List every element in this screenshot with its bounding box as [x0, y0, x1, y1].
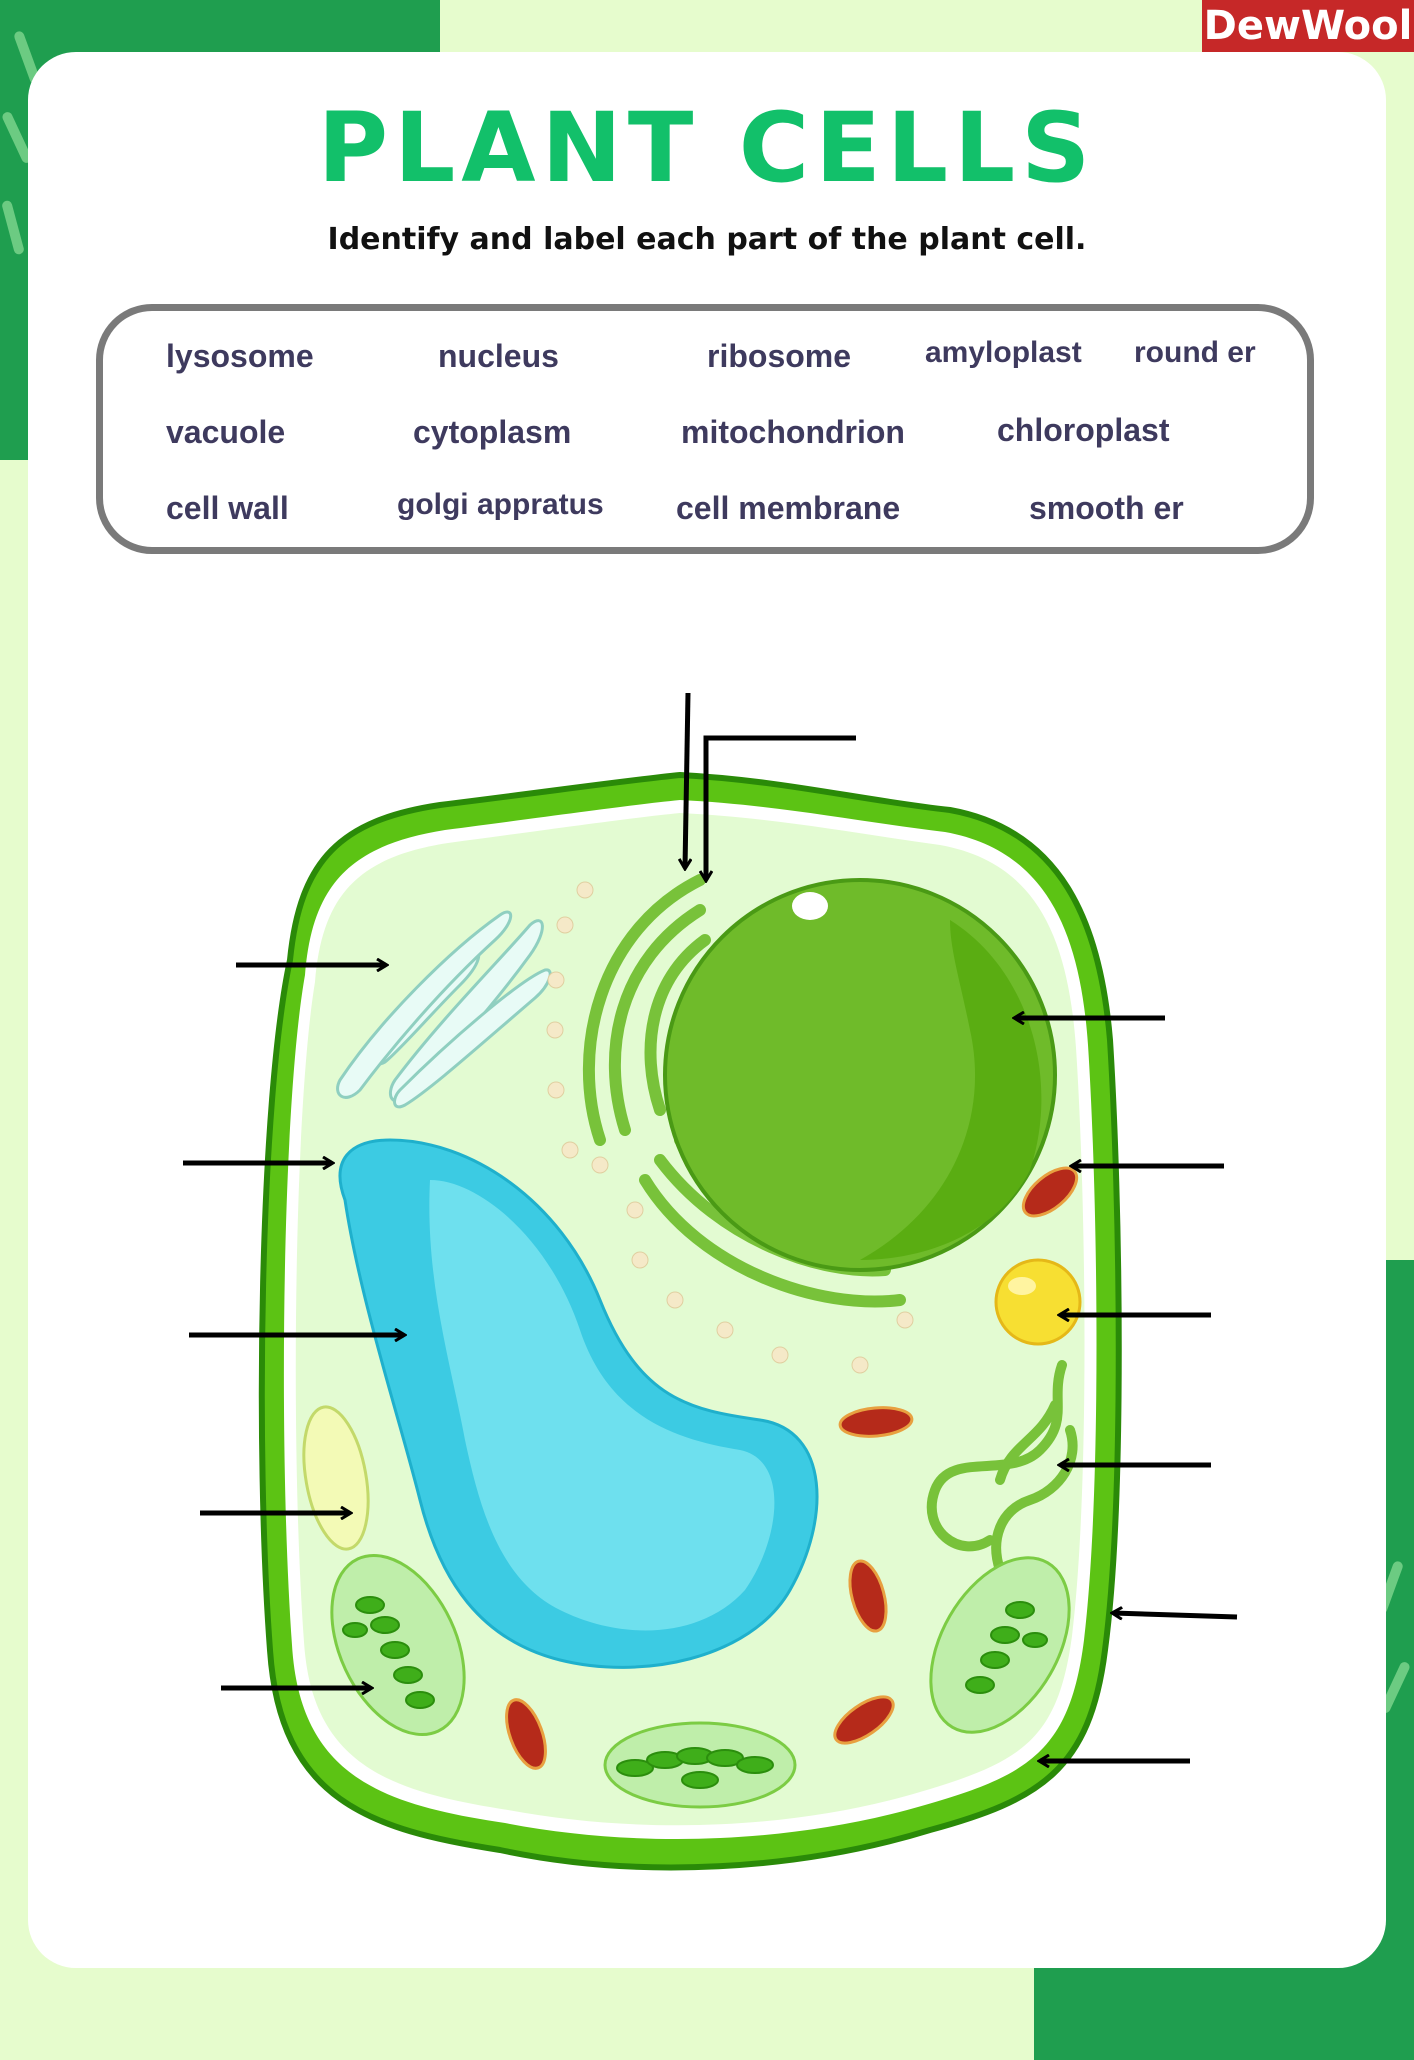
vacuole-inner: [429, 1180, 775, 1631]
golgi-apparatus: [926, 1360, 1078, 1575]
ribosome: [546, 881, 914, 1374]
lysosome: [994, 1258, 1082, 1346]
word-bank-item: smooth er: [1029, 490, 1184, 526]
smooth-er: [336, 910, 552, 1109]
word-bank-item: nucleus: [438, 338, 559, 374]
arrow-right-5: [1113, 1613, 1238, 1617]
instructions: Identify and label each part of the plan…: [327, 222, 1087, 257]
label-arrows: [183, 692, 1238, 1761]
word-bank-item: mitochondrion: [681, 414, 905, 450]
plant-cell-diagram: [183, 692, 1238, 1871]
word-bank-item: chloroplast: [997, 412, 1170, 448]
word-bank: [96, 304, 1314, 554]
lysosome-highlight: [1008, 1277, 1036, 1295]
word-bank-item: cytoplasm: [413, 414, 572, 450]
word-bank-item: round er: [1134, 336, 1256, 369]
word-bank-item: vacuole: [166, 414, 286, 450]
word-bank-item: cell wall: [166, 490, 289, 526]
word-bank-item: lysosome: [166, 338, 314, 374]
word-bank-item: golgi appratus: [397, 488, 604, 521]
arrow-top-1: [685, 692, 688, 868]
brand-logo: DewWool: [1202, 0, 1414, 52]
arrow-top-2: [706, 735, 856, 880]
word-bank-item: ribosome: [707, 338, 852, 374]
nucleus-shade: [860, 920, 1042, 1260]
word-bank-item: amyloplast: [925, 336, 1082, 369]
mitochondrion: [505, 1166, 1079, 1770]
page-title: PLANT CELLS: [317, 92, 1097, 204]
word-bank-item: cell membrane: [676, 490, 901, 526]
nucleus-highlight: [792, 892, 828, 920]
